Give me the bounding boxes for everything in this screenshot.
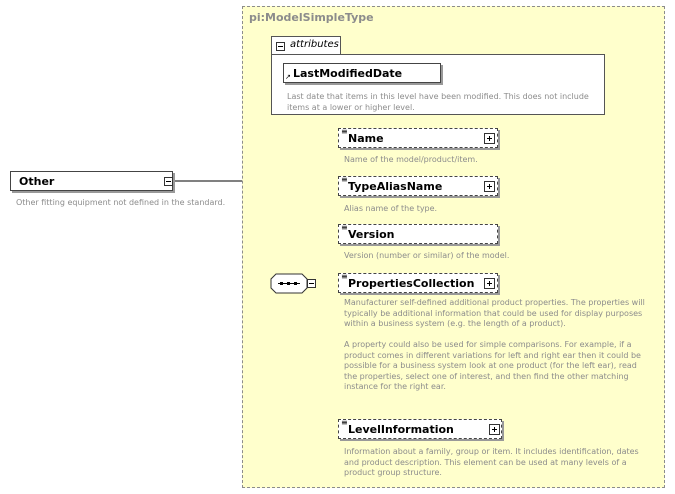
element-label: LevelInformation bbox=[348, 423, 454, 436]
expand-icon[interactable] bbox=[489, 424, 500, 435]
attributes-tab[interactable]: attributes bbox=[271, 36, 341, 54]
element-text-icon: ≡ bbox=[341, 127, 348, 136]
expand-icon[interactable] bbox=[484, 278, 495, 289]
element-version[interactable]: ≡ Version bbox=[338, 224, 498, 244]
complex-type-title: pi:ModelSimpleType bbox=[249, 11, 374, 24]
sequence-compositor[interactable] bbox=[270, 273, 316, 294]
element-propertiescollection[interactable]: ≡ PropertiesCollection bbox=[338, 273, 498, 293]
root-element-doc: Other fitting equipment not defined in t… bbox=[16, 198, 226, 207]
attribute-label: LastModifiedDate bbox=[293, 67, 403, 80]
expand-icon[interactable] bbox=[484, 133, 495, 144]
element-name[interactable]: ≡ Name bbox=[338, 128, 498, 148]
attributes-tab-label: attributes bbox=[290, 39, 339, 50]
root-element-label: Other bbox=[19, 175, 55, 188]
element-label: TypeAliasName bbox=[348, 180, 443, 193]
element-label: PropertiesCollection bbox=[348, 277, 475, 290]
element-text-icon: ≡ bbox=[341, 223, 348, 232]
element-text-icon: ≡ bbox=[341, 272, 348, 281]
element-doc: Name of the model/product/item. bbox=[344, 155, 478, 164]
attribute-doc: Last date that items in this level have … bbox=[287, 92, 589, 112]
element-text-icon: ≡ bbox=[341, 418, 348, 427]
reference-arrow-icon: ↗ bbox=[285, 73, 291, 81]
element-doc: Information about a family, group or ite… bbox=[344, 447, 639, 477]
collapse-icon[interactable] bbox=[307, 279, 316, 288]
element-levelinformation[interactable]: ≡ LevelInformation bbox=[338, 419, 502, 439]
element-doc: Alias name of the type. bbox=[344, 204, 438, 213]
attribute-lastmodifieddate[interactable]: ↗ LastModifiedDate bbox=[283, 63, 441, 83]
element-doc: Manufacturer self-defined additional pro… bbox=[344, 298, 645, 391]
element-doc: Version (number or similar) of the model… bbox=[344, 251, 510, 260]
root-element-other[interactable]: Other bbox=[10, 171, 173, 191]
element-typealiasname[interactable]: ≡ TypeAliasName bbox=[338, 176, 498, 196]
element-label: Name bbox=[348, 132, 384, 145]
collapse-icon[interactable] bbox=[164, 177, 173, 186]
sequence-compositor-icon bbox=[270, 273, 308, 294]
element-label: Version bbox=[348, 228, 395, 241]
element-text-icon: ≡ bbox=[341, 175, 348, 184]
expand-icon[interactable] bbox=[484, 181, 495, 192]
collapse-icon[interactable] bbox=[276, 42, 285, 51]
